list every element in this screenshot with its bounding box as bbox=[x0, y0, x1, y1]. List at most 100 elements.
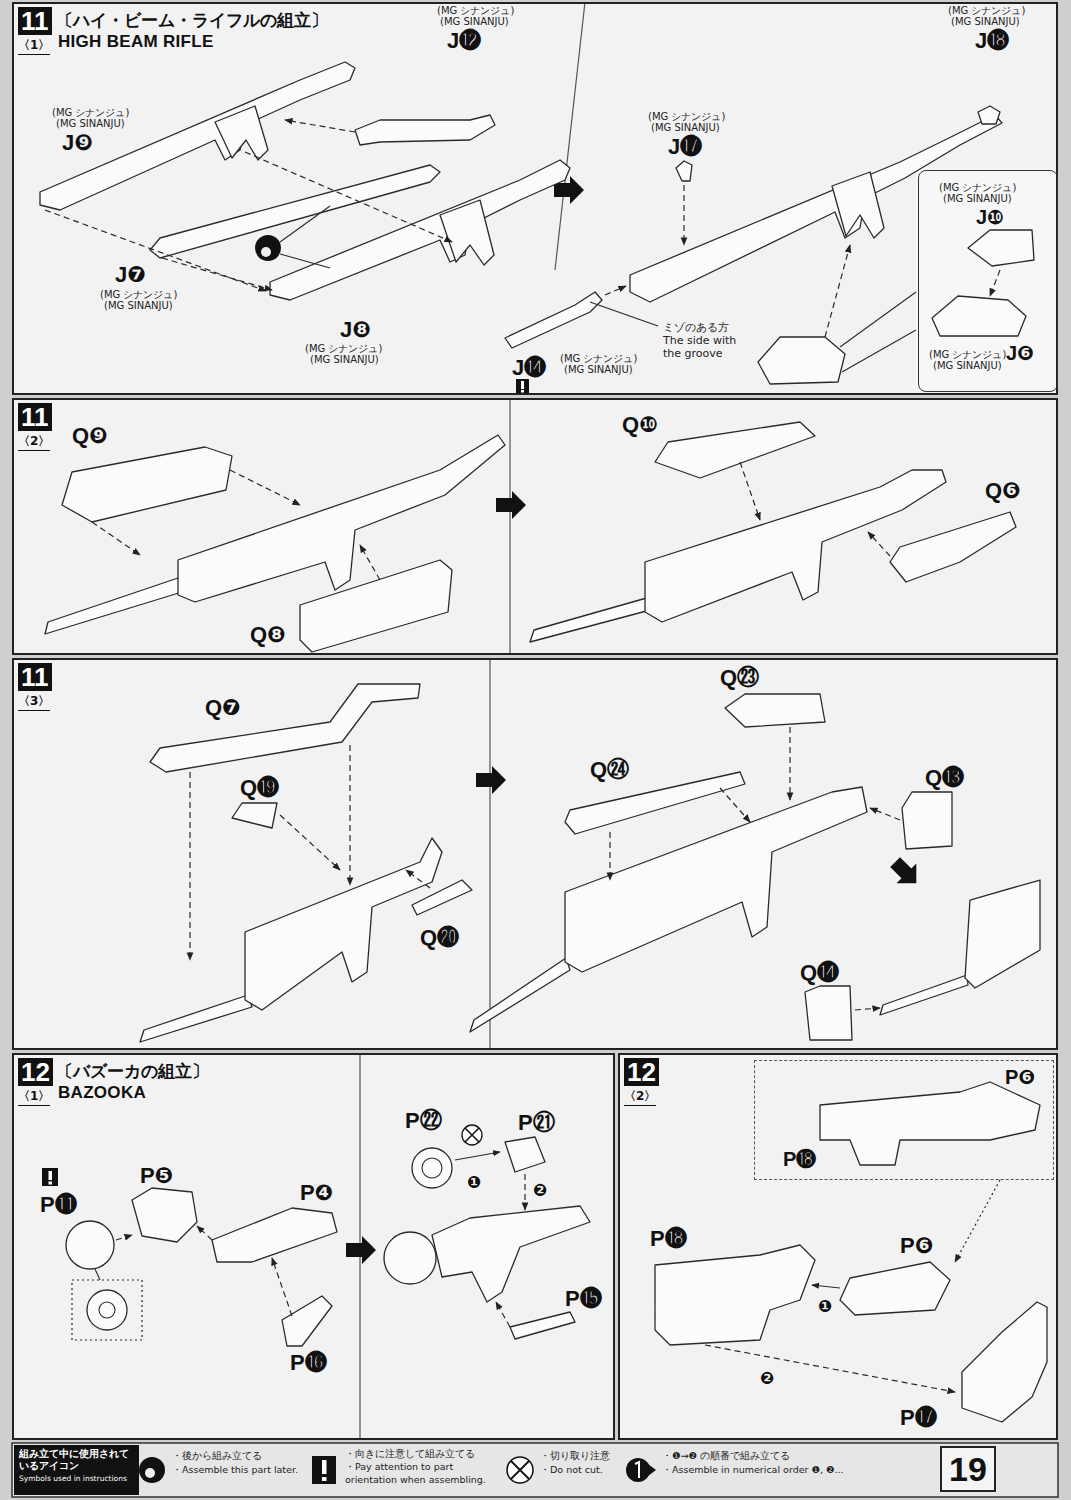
do-not-cut-icon bbox=[511, 1461, 529, 1479]
part-label: P㉑ bbox=[518, 1110, 555, 1136]
legend-text: ・Assemble in numerical order ❶, ❷... bbox=[662, 1464, 844, 1477]
legend-bar bbox=[12, 1443, 1058, 1497]
part-label: P⓱ bbox=[900, 1405, 937, 1431]
assemble-later-icon bbox=[261, 247, 271, 257]
caution-icon bbox=[42, 1168, 58, 1186]
leader-line bbox=[280, 254, 330, 268]
assembly-arrow bbox=[285, 120, 355, 132]
part-label: Q⓭ bbox=[925, 765, 964, 791]
rifle-part bbox=[932, 296, 1026, 336]
assembly-arrow bbox=[812, 1285, 840, 1288]
part-label: P⓯ bbox=[565, 1286, 602, 1312]
rifle-part bbox=[890, 512, 1016, 582]
step-arrow bbox=[476, 766, 506, 794]
caution-icon bbox=[521, 390, 524, 393]
order-number: ❷ bbox=[760, 1368, 774, 1388]
assembly-arrow bbox=[990, 270, 1000, 296]
assembly-arrow bbox=[705, 1345, 955, 1392]
note-text: ミゾのある方 bbox=[663, 320, 729, 335]
bazooka-part bbox=[87, 1290, 127, 1330]
part-label: P㉒ bbox=[405, 1108, 442, 1134]
caution-icon bbox=[49, 1171, 53, 1180]
part-label: Q❻ bbox=[985, 478, 1021, 504]
part-label: Q㉔ bbox=[590, 757, 629, 783]
caution-icon bbox=[322, 1460, 327, 1474]
bazooka-part bbox=[384, 1232, 436, 1284]
leader-line bbox=[95, 1269, 100, 1280]
muzzle-cap bbox=[978, 106, 1000, 124]
legend-text: ・Pay attention to part orientation when … bbox=[345, 1461, 495, 1485]
panel-ground bbox=[12, 1053, 615, 1440]
sub-step-number: 〈1〉 bbox=[18, 1088, 50, 1106]
note-text: The side with the groove bbox=[663, 334, 753, 360]
kit-note: (MG シナンジュ) bbox=[100, 288, 177, 302]
panel-ground bbox=[12, 2, 1058, 395]
caution-icon bbox=[312, 1456, 336, 1484]
rifle-assembly bbox=[965, 880, 1040, 988]
rifle-assembly bbox=[645, 470, 946, 622]
order-number: ❶ bbox=[467, 1172, 481, 1192]
kit-note: (MG SINANJU) bbox=[943, 193, 1012, 204]
kit-note: (MG シナンジュ) bbox=[939, 181, 1016, 195]
assembly-arrow bbox=[496, 1302, 510, 1327]
part-label: Q⓳ bbox=[240, 775, 279, 801]
rifle-grip bbox=[832, 172, 884, 238]
assembly-arrow bbox=[455, 1152, 500, 1160]
assembly-arrow bbox=[92, 522, 140, 555]
part-label: J⓱ bbox=[668, 134, 702, 160]
assembly-arrow bbox=[349, 745, 350, 885]
kit-note: (MG シナンジュ) bbox=[948, 4, 1025, 18]
step-number: 11 bbox=[18, 663, 52, 691]
detail-inset: P❻P⓲ bbox=[754, 1060, 1054, 1180]
bazooka-part bbox=[282, 1296, 332, 1346]
part-label: J❽ bbox=[340, 317, 371, 343]
legend-text: ・❶→❷ の順番で組み立てる bbox=[662, 1450, 790, 1463]
step-title-en: HIGH BEAM RIFLE bbox=[58, 32, 214, 52]
kit-note: (MG シナンジュ) bbox=[929, 348, 1006, 362]
kit-note: (MG シナンジュ) bbox=[52, 106, 129, 120]
step-arrow bbox=[496, 491, 526, 519]
rifle-barrel bbox=[880, 975, 968, 1015]
sub-step-number: 〈2〉 bbox=[624, 1088, 656, 1106]
kit-note: (MG SINANJU) bbox=[651, 122, 720, 133]
step-panel: 11〈3〉 bbox=[12, 658, 1058, 1050]
do-not-cut-icon bbox=[507, 1457, 533, 1483]
legend-heading: Symbols used in instructions bbox=[19, 1474, 134, 1483]
part-label: P⓫ bbox=[40, 1192, 77, 1218]
kit-note: (MG シナンジュ) bbox=[560, 352, 637, 366]
part-label: Q❼ bbox=[205, 695, 241, 721]
part-label: J⓬ bbox=[447, 28, 481, 54]
rifle-barrel bbox=[530, 597, 654, 642]
step-title: 〔ハイ・ビーム・ライフルの組立〕 bbox=[56, 9, 328, 32]
caution-icon bbox=[322, 1477, 327, 1481]
part-label: Q⓴ bbox=[420, 925, 459, 951]
divider bbox=[555, 2, 585, 270]
kit-note: (MG SINANJU) bbox=[104, 300, 173, 311]
step-arrow bbox=[885, 852, 926, 893]
legend-text: ・切り取り注意 bbox=[540, 1450, 610, 1463]
kit-note: (MG SINANJU) bbox=[56, 118, 125, 129]
sub-step-number: 〈1〉 bbox=[18, 37, 50, 55]
assemble-later-icon bbox=[145, 1468, 155, 1478]
bazooka-part bbox=[212, 1208, 337, 1262]
assembly-arrow bbox=[162, 258, 272, 290]
order-number: ❷ bbox=[533, 1180, 547, 1200]
rifle-part bbox=[355, 115, 495, 145]
rifle-part bbox=[968, 230, 1034, 266]
do-not-cut-icon bbox=[462, 1125, 482, 1145]
assembly-arrow bbox=[280, 815, 340, 870]
sub-step-number: 〈3〉 bbox=[18, 693, 50, 711]
rifle-barrel bbox=[470, 958, 570, 1032]
assembly-arrow bbox=[868, 532, 890, 556]
page-number-box: 19 bbox=[940, 1446, 996, 1492]
bazooka-part bbox=[66, 1221, 114, 1269]
legend-text: ・向きに注意して組み立てる bbox=[345, 1448, 475, 1461]
kit-note: (MG シナンジュ) bbox=[437, 4, 514, 18]
assembly-arrow bbox=[230, 470, 300, 505]
rifle-part bbox=[505, 292, 602, 348]
rifle-grip bbox=[440, 200, 494, 265]
part-label: J⓮ bbox=[512, 355, 546, 381]
assembly-arrow bbox=[197, 1226, 212, 1240]
step-arrow bbox=[346, 1236, 376, 1264]
